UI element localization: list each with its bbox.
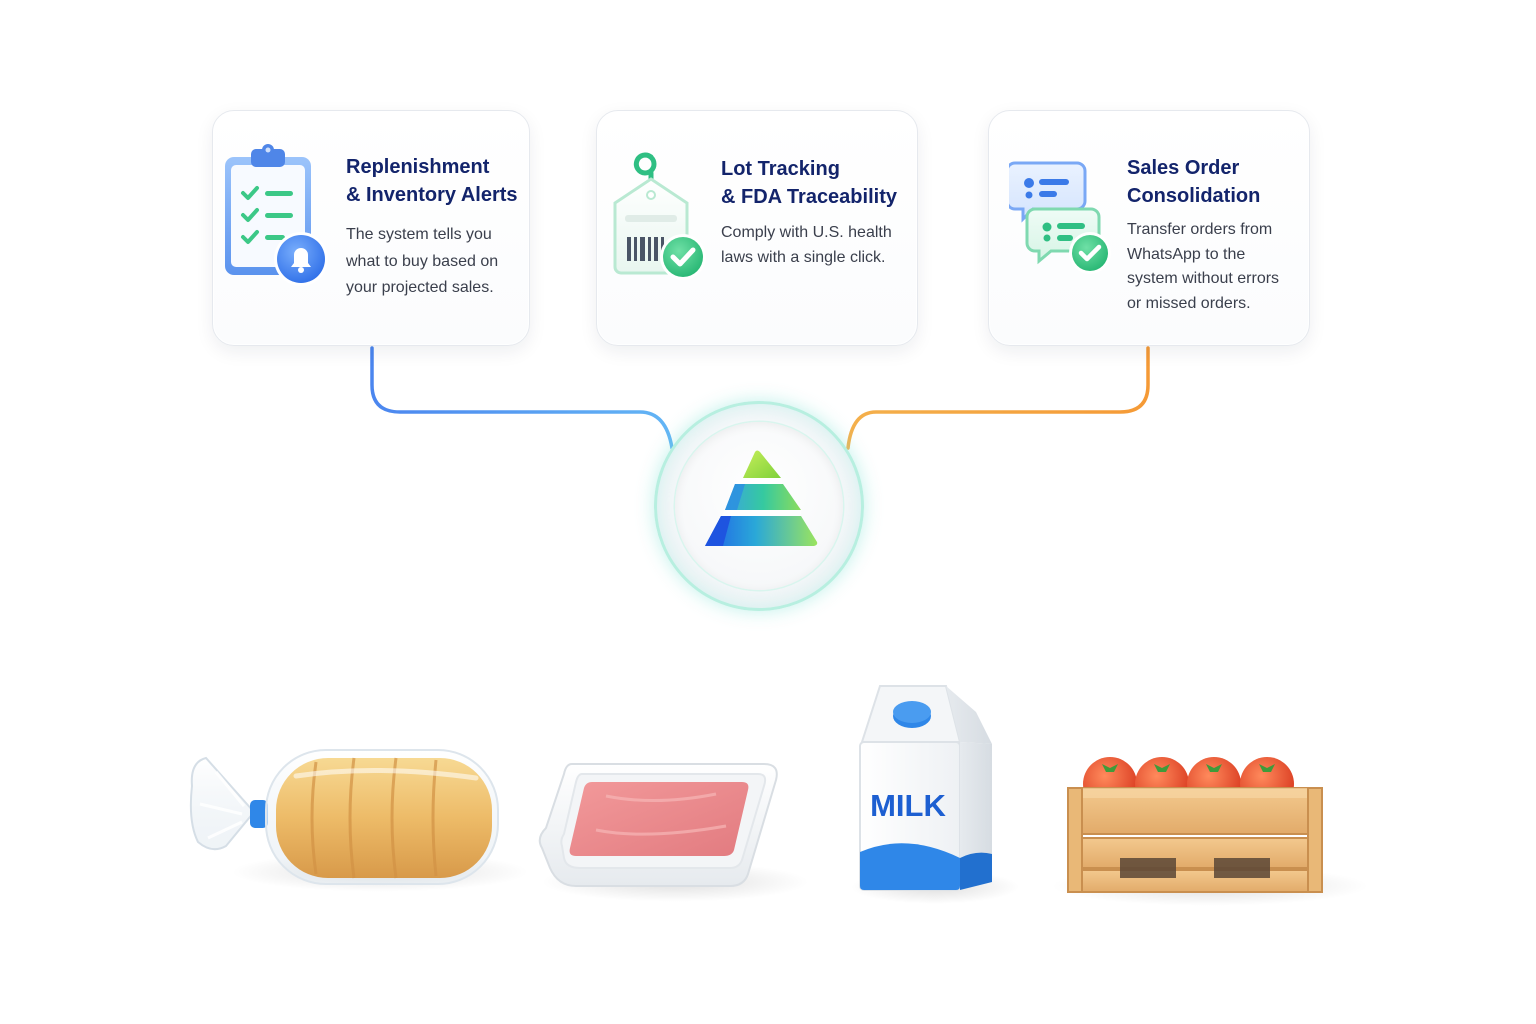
card-title: Replenishment & Inventory Alerts <box>346 156 518 206</box>
card-description: Comply with U.S. health laws with a sing… <box>721 224 892 266</box>
card-title: Sales Order Consolidation <box>1127 157 1261 207</box>
meat-tray <box>538 763 778 887</box>
feature-card-lot-tracking: Lot Tracking & FDA Traceability Comply w… <box>596 110 918 346</box>
card-description: Transfer orders from WhatsApp to the sys… <box>1127 221 1280 312</box>
feature-card-sales-order: Sales Order Consolidation Transfer order… <box>988 110 1310 346</box>
clipboard-bell-icon <box>225 144 328 286</box>
card-title: Lot Tracking & FDA Traceability <box>721 158 897 208</box>
feature-card-replenishment: Replenishment & Inventory Alerts The sys… <box>212 110 530 346</box>
card-description: The system tells you what to buy based o… <box>346 226 499 296</box>
barcode-tag-check-icon <box>613 152 706 280</box>
milk-label: MILK <box>870 788 946 823</box>
tomato-crate <box>1067 757 1323 893</box>
bread-loaf <box>189 749 499 885</box>
central-hub <box>654 401 864 611</box>
layered-triangle-logo-icon <box>705 450 818 546</box>
milk-carton: MILK <box>859 685 992 891</box>
connector-left <box>370 346 674 450</box>
chat-bubbles-check-icon <box>1009 161 1111 274</box>
connector-right <box>846 346 1150 450</box>
